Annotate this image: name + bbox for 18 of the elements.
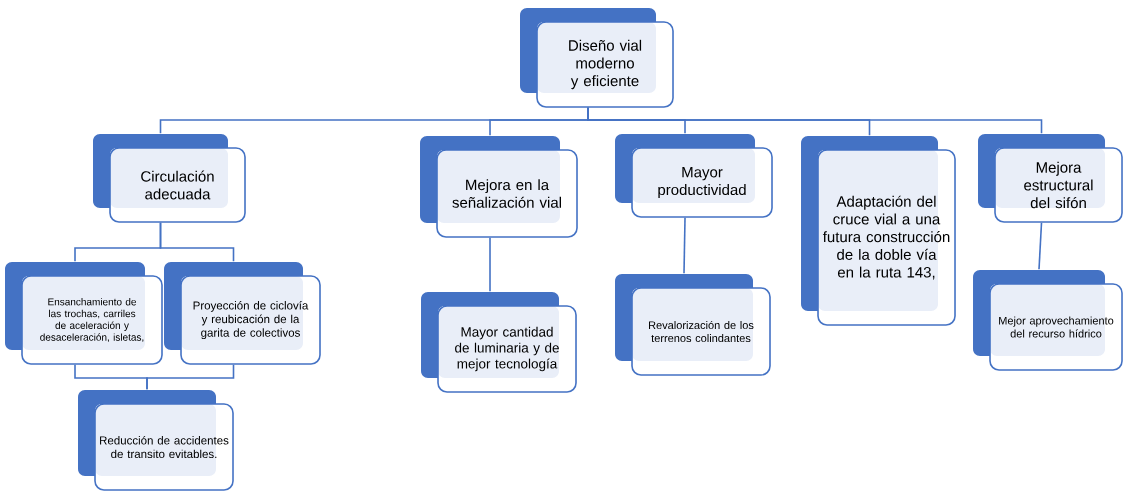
- process-box: Mejora estructural del sifón: [978, 134, 1123, 223]
- connector-line: [489, 237, 491, 292]
- process-box: Diseño vial moderno y eficiente: [520, 8, 674, 108]
- process-box: Adaptación del cruce vial a una futura construcción de la doble vía en la ruta 143,: [801, 136, 956, 326]
- connector-line: [683, 217, 686, 274]
- process-box: Mejor aprovechamiento del recurso hídrico: [973, 270, 1123, 371]
- process-box: Circulación adecuada: [93, 134, 246, 223]
- process-box: Mayor productividad: [615, 134, 773, 218]
- connector-line: [159, 222, 235, 262]
- process-box: Mejora en la señalización vial: [420, 136, 578, 238]
- connector-line: [1038, 222, 1043, 270]
- connector-line: [587, 107, 1043, 134]
- process-box: Revalorización de los terrenos colindantes: [615, 274, 771, 376]
- process-box: Ensanchamiento de las trochas, carriles de aceleración y desaceleración, isletas,: [5, 262, 163, 365]
- process-box: Reducción de accidentes de transito evitables.: [78, 390, 234, 491]
- connector-line: [146, 364, 235, 390]
- process-box: Mayor cantidad de luminaria y de mejor tecnología: [421, 292, 577, 393]
- process-box: Proyección de ciclovía y reubicación de la garita de colectivos: [164, 262, 321, 365]
